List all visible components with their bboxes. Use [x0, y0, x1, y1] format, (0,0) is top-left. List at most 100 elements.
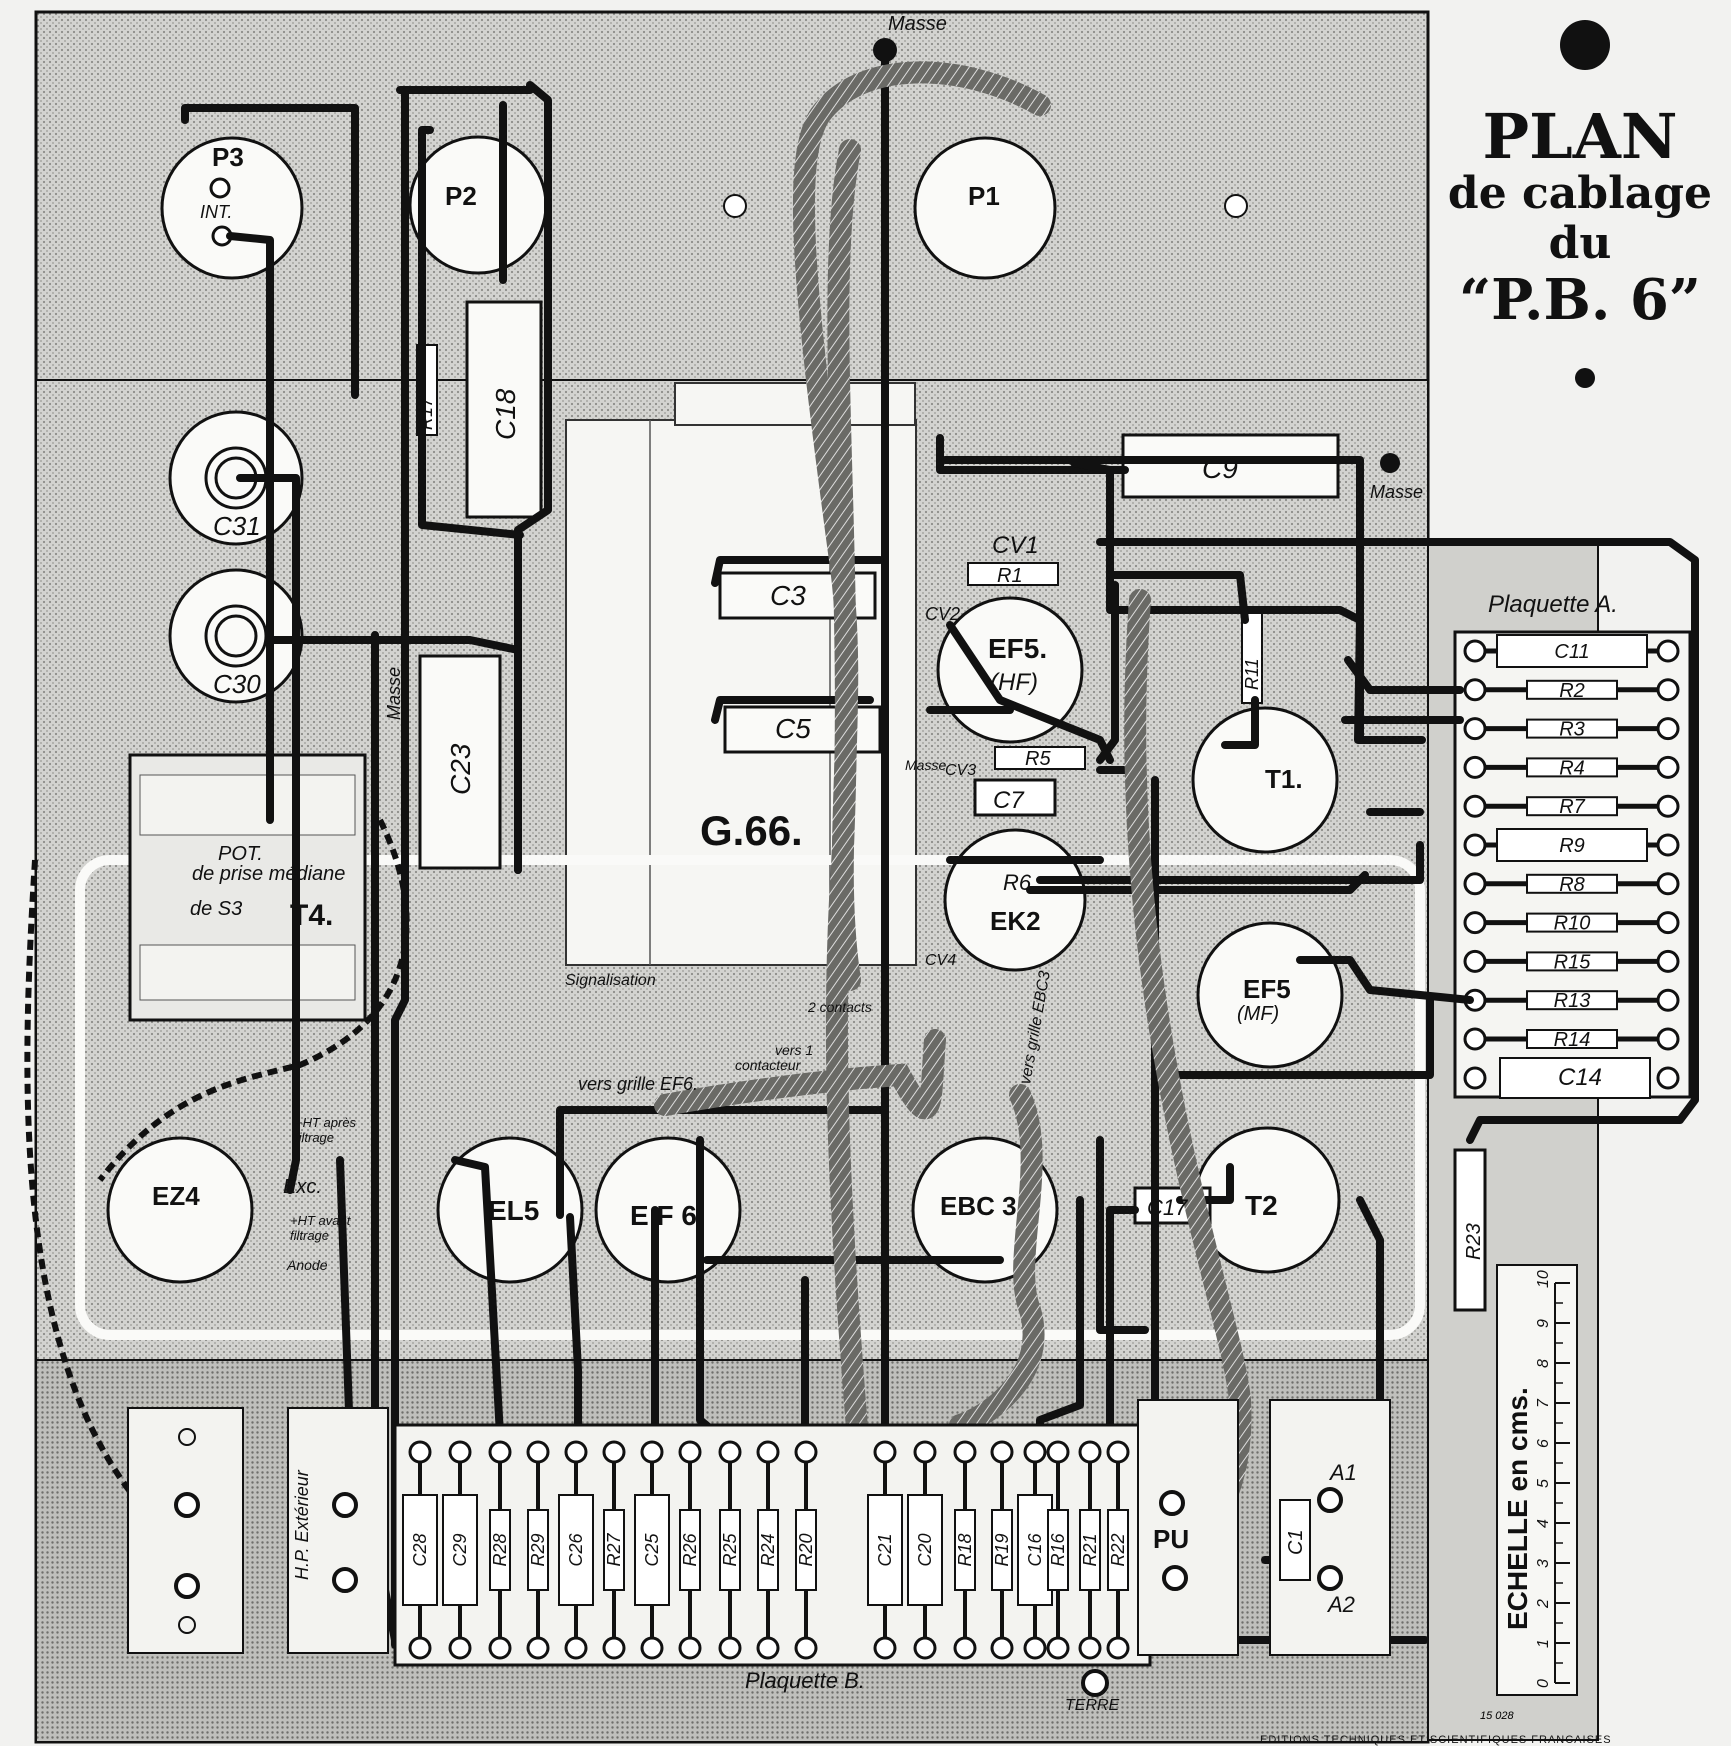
filtrage1-label: filtrage — [295, 1130, 334, 1145]
antenna-panel — [1269, 1399, 1391, 1656]
filtrage2-label: filtrage — [290, 1228, 329, 1243]
hp-label: H.P. Extérieur — [292, 1469, 312, 1580]
potentiometer-p1 — [913, 136, 1057, 280]
terminal — [640, 1636, 664, 1660]
ef5-mf-label: EF5 — [1243, 974, 1291, 1004]
resistor-r29 — [527, 1509, 549, 1591]
terminal — [873, 1636, 897, 1660]
c31-label: C31 — [213, 511, 261, 541]
c26-label: C26 — [566, 1533, 586, 1567]
terminal — [678, 1636, 702, 1660]
cv1-label: CV1 — [992, 532, 1039, 559]
resistor-r15 — [1526, 951, 1618, 972]
ek2-label: EK2 — [990, 906, 1041, 936]
p1-label: P1 — [968, 181, 1000, 211]
terminal — [1656, 1066, 1680, 1090]
potentiometer-p2 — [408, 135, 548, 275]
terminal — [1463, 1027, 1487, 1051]
r13-label: R13 — [1554, 990, 1591, 1012]
de-s3-label: de S3 — [190, 898, 242, 920]
capacitor-c29 — [442, 1494, 478, 1606]
terminal — [1656, 949, 1680, 973]
r1-label: R1 — [997, 565, 1023, 587]
hp-exterieur-panel — [287, 1407, 389, 1654]
p3-label: P3 — [212, 142, 244, 172]
r28-label: R28 — [490, 1533, 510, 1566]
r17-label: R17 — [416, 396, 436, 430]
hf-label: (HF) — [990, 669, 1038, 696]
terminal — [1023, 1440, 1047, 1464]
bullet-dot — [1575, 368, 1595, 388]
terminal — [1656, 678, 1680, 702]
exc-label: Exc. — [283, 1176, 322, 1198]
pu-label: PU — [1153, 1524, 1189, 1554]
terre-label: TERRE — [1065, 1697, 1120, 1714]
r3-label: R3 — [1559, 719, 1585, 741]
r4-label: R4 — [1559, 757, 1585, 779]
scale-tick-label: 6 — [1535, 1439, 1552, 1448]
capacitor-c9 — [1121, 433, 1340, 499]
terminal — [913, 1440, 937, 1464]
r26-label: R26 — [680, 1533, 700, 1567]
r16-label: R16 — [1048, 1533, 1068, 1567]
board-outline — [75, 855, 1425, 1340]
resistor-r21 — [1079, 1509, 1101, 1591]
c20-label: C20 — [915, 1533, 935, 1566]
contacteur-label: contacteur — [735, 1057, 802, 1073]
t2-label: T2 — [1245, 1190, 1278, 1221]
capacitor-c23 — [418, 654, 502, 870]
prise-mediane-label: de prise médiane — [192, 863, 345, 885]
title-block: PLAN de cablage du “P.B. 6” — [1430, 100, 1730, 332]
ez4-label: EZ4 — [152, 1181, 200, 1211]
terminal — [526, 1440, 550, 1464]
r19-label: R19 — [992, 1533, 1012, 1566]
terminal — [488, 1440, 512, 1464]
terminal — [1463, 639, 1487, 663]
capacitor-c21 — [867, 1494, 903, 1606]
c23-label: C23 — [445, 743, 476, 795]
title-line-2: de cablage — [1447, 168, 1713, 219]
pot-label: POT. — [218, 843, 263, 865]
masse-right-label: Masse — [1370, 482, 1423, 502]
scale-tick-label: 1 — [1535, 1639, 1552, 1648]
terminal — [913, 1636, 937, 1660]
resistor-r19 — [991, 1509, 1013, 1591]
r27-label: R27 — [604, 1533, 624, 1567]
r6-label: R6 — [1003, 870, 1032, 895]
twisted-pair-cable — [24, 859, 182, 1548]
terminal — [408, 1636, 432, 1660]
c29-label: C29 — [450, 1533, 470, 1566]
resistor-r10 — [1526, 912, 1618, 933]
ef5-hf-label: EF5. — [988, 633, 1047, 664]
c18-label: C18 — [490, 388, 521, 440]
r20-label: R20 — [796, 1533, 816, 1566]
el5-label: EL5 — [488, 1195, 539, 1226]
terminal — [873, 1440, 897, 1464]
c9-label: C9 — [1202, 453, 1238, 484]
labels: Masse P3 INT. P2 P1 R17 C18 C31 C30 Mass… — [152, 13, 1618, 1714]
resistor-r8 — [1526, 873, 1618, 894]
r14-label: R14 — [1554, 1029, 1591, 1051]
terminal — [1463, 755, 1487, 779]
plaquette-a — [1453, 630, 1692, 1099]
mounting-hole — [723, 194, 747, 218]
terminal — [488, 1636, 512, 1660]
capacitor-c11 — [1496, 634, 1648, 668]
mf-label: (MF) — [1237, 1003, 1279, 1025]
r21-label: R21 — [1080, 1533, 1100, 1566]
terminal — [1463, 717, 1487, 741]
c11-label: C11 — [1554, 641, 1589, 663]
resistor-r20 — [795, 1509, 817, 1591]
scale-tick-label: 0 — [1535, 1679, 1552, 1688]
masse-terminal — [873, 38, 897, 62]
terminal — [1463, 678, 1487, 702]
capacitor-c16 — [1017, 1494, 1053, 1606]
resistor-r27 — [603, 1509, 625, 1591]
plaquette-b-label: Plaquette B. — [745, 1668, 865, 1693]
int-label: INT. — [200, 202, 232, 222]
title-line-1: PLAN — [1482, 100, 1678, 173]
reference-number: 15 028 — [1480, 1710, 1514, 1722]
resistor-r3 — [1526, 718, 1618, 739]
r10-label: R10 — [1554, 913, 1591, 935]
